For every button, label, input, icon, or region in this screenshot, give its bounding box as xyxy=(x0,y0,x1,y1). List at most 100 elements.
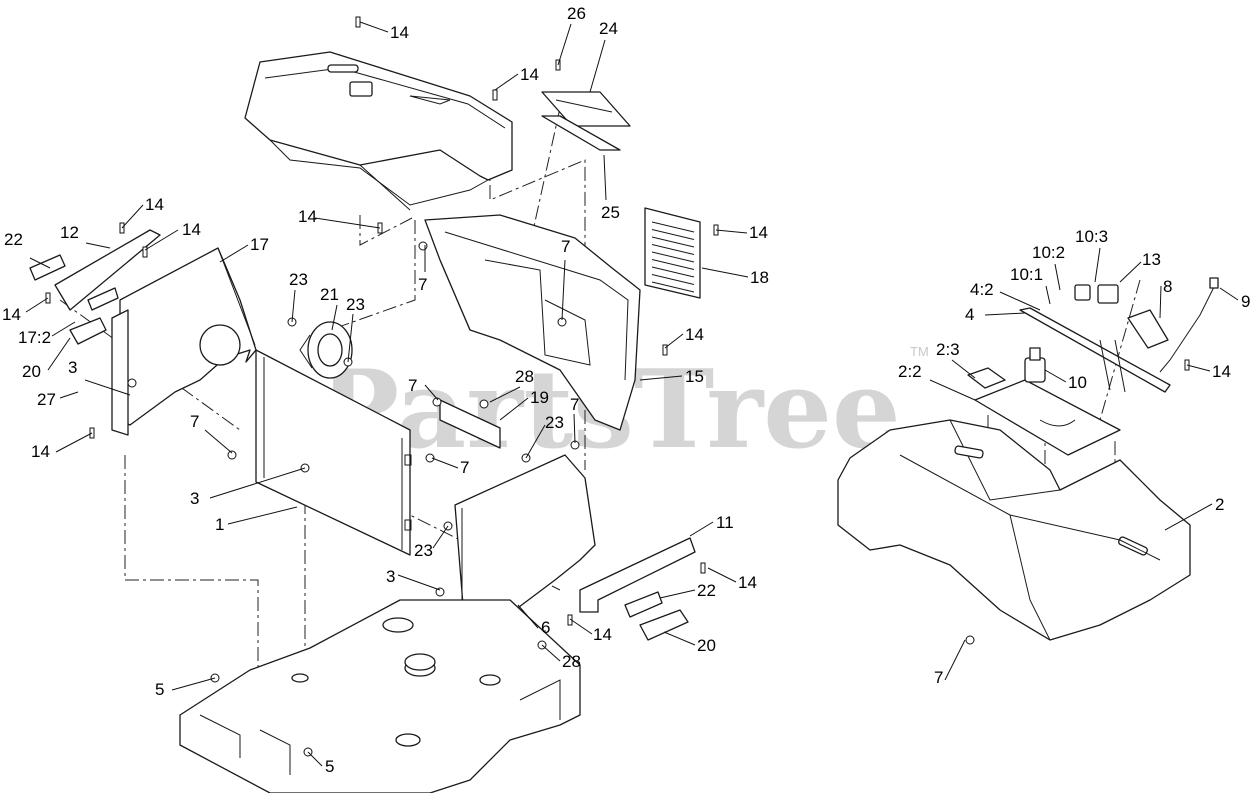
callout-14[interactable]: 14 xyxy=(390,23,409,42)
callout-21[interactable]: 21 xyxy=(320,285,339,304)
callout-7[interactable]: 7 xyxy=(570,395,579,414)
callout-leader-line xyxy=(573,413,576,444)
callout-leader-line xyxy=(489,386,521,403)
callout-8[interactable]: 8 xyxy=(1163,277,1172,296)
part-13-connector xyxy=(1074,284,1119,304)
part-12-bracket xyxy=(54,229,161,436)
callout-17-2[interactable]: 17:2 xyxy=(18,328,51,347)
callout-3[interactable]: 3 xyxy=(190,489,199,508)
callout-7[interactable]: 7 xyxy=(934,668,943,687)
callout-leader-line xyxy=(984,312,1026,316)
callout-7[interactable]: 7 xyxy=(190,412,199,431)
callout-28[interactable]: 28 xyxy=(562,652,581,671)
callout-14[interactable]: 14 xyxy=(520,65,539,84)
callout-23[interactable]: 23 xyxy=(346,295,365,314)
callout-leader-line xyxy=(603,154,607,201)
part-22-label-left xyxy=(29,254,66,281)
callout-leader-line xyxy=(432,525,449,549)
callout-1[interactable]: 1 xyxy=(215,515,224,534)
screw-fastener xyxy=(142,246,148,258)
callout-leader-line xyxy=(1044,369,1067,383)
callout-23[interactable]: 23 xyxy=(545,413,564,432)
part-10-switch xyxy=(1024,347,1046,383)
callout-2-3[interactable]: 2:3 xyxy=(936,340,960,359)
callout-7[interactable]: 7 xyxy=(561,237,570,256)
callout-leader-line xyxy=(171,677,216,691)
callout-labels: 14 14 26 24 25 14 14 14 22 12 17 14 17:2… xyxy=(2,4,1250,776)
callout-14[interactable]: 14 xyxy=(749,223,768,242)
part-9-cable xyxy=(1159,277,1219,373)
callout-7[interactable]: 7 xyxy=(418,275,427,294)
callout-4-2[interactable]: 4:2 xyxy=(970,280,994,299)
callout-14[interactable]: 14 xyxy=(738,573,757,592)
callout-10[interactable]: 10 xyxy=(1068,373,1087,392)
callout-6[interactable]: 6 xyxy=(541,618,550,637)
callout-14[interactable]: 14 xyxy=(1212,362,1231,381)
callout-10-1[interactable]: 10:1 xyxy=(1010,265,1043,284)
callout-27[interactable]: 27 xyxy=(37,390,56,409)
callout-23[interactable]: 23 xyxy=(414,541,433,560)
callout-12[interactable]: 12 xyxy=(60,223,79,242)
callout-2-2[interactable]: 2:2 xyxy=(898,362,922,381)
callout-leader-line xyxy=(951,359,976,379)
part-17-2-decal xyxy=(87,287,119,311)
callout-22[interactable]: 22 xyxy=(4,230,23,249)
screw-fastener xyxy=(492,89,498,101)
part-2-2-gasket xyxy=(974,379,1121,456)
callout-19[interactable]: 19 xyxy=(530,388,549,407)
callout-20[interactable]: 20 xyxy=(22,362,41,381)
callout-leader-line xyxy=(1186,364,1211,372)
callout-23[interactable]: 23 xyxy=(289,270,308,289)
callout-14[interactable]: 14 xyxy=(298,207,317,226)
callout-28[interactable]: 28 xyxy=(515,367,534,386)
callout-15[interactable]: 15 xyxy=(685,367,704,386)
nut-fastener xyxy=(418,241,428,251)
callout-14[interactable]: 14 xyxy=(2,305,21,324)
callout-leader-line xyxy=(659,589,696,599)
callout-leader-line xyxy=(517,604,539,629)
callout-leader-line xyxy=(144,229,179,251)
callout-24[interactable]: 24 xyxy=(599,19,618,38)
callout-5[interactable]: 5 xyxy=(155,680,164,699)
callout-2[interactable]: 2 xyxy=(1215,495,1224,514)
callout-22[interactable]: 22 xyxy=(697,581,716,600)
callout-14[interactable]: 14 xyxy=(593,625,612,644)
callout-7[interactable]: 7 xyxy=(408,376,417,395)
callout-10-2[interactable]: 10:2 xyxy=(1032,243,1065,262)
callout-4[interactable]: 4 xyxy=(965,305,974,324)
callout-14[interactable]: 14 xyxy=(182,220,201,239)
part-22-label-right xyxy=(624,591,663,618)
callout-14[interactable]: 14 xyxy=(31,442,50,461)
callout-14[interactable]: 14 xyxy=(685,325,704,344)
callout-leader-line xyxy=(1159,285,1162,319)
screw-fastener xyxy=(662,344,668,356)
grille-slat xyxy=(651,274,695,285)
callout-26[interactable]: 26 xyxy=(567,4,586,23)
callout-11[interactable]: 11 xyxy=(716,513,734,532)
callout-17[interactable]: 17 xyxy=(250,235,269,254)
callout-leader-line xyxy=(347,313,354,363)
callout-13[interactable]: 13 xyxy=(1142,250,1161,269)
nut-fastener xyxy=(425,453,435,463)
grille-slat xyxy=(651,221,695,233)
callout-leader-line xyxy=(397,574,441,591)
callout-9[interactable]: 9 xyxy=(1241,292,1250,311)
callout-leaders xyxy=(25,21,1239,767)
grille-slat xyxy=(651,281,695,293)
callout-leader-line xyxy=(84,379,131,396)
callout-25[interactable]: 25 xyxy=(601,203,620,222)
callout-leader-line xyxy=(715,229,748,234)
nut-fastener xyxy=(227,450,237,460)
callout-3[interactable]: 3 xyxy=(386,567,395,586)
callout-20[interactable]: 20 xyxy=(697,636,716,655)
callout-3[interactable]: 3 xyxy=(68,358,77,377)
grille-slat xyxy=(651,251,695,263)
callout-14[interactable]: 14 xyxy=(145,195,164,214)
callout-leader-line xyxy=(1219,287,1239,301)
callout-10-3[interactable]: 10:3 xyxy=(1075,227,1108,246)
callout-18[interactable]: 18 xyxy=(750,268,769,287)
callout-5[interactable]: 5 xyxy=(325,757,334,776)
callout-7[interactable]: 7 xyxy=(460,458,469,477)
nut-fastener xyxy=(127,378,137,388)
